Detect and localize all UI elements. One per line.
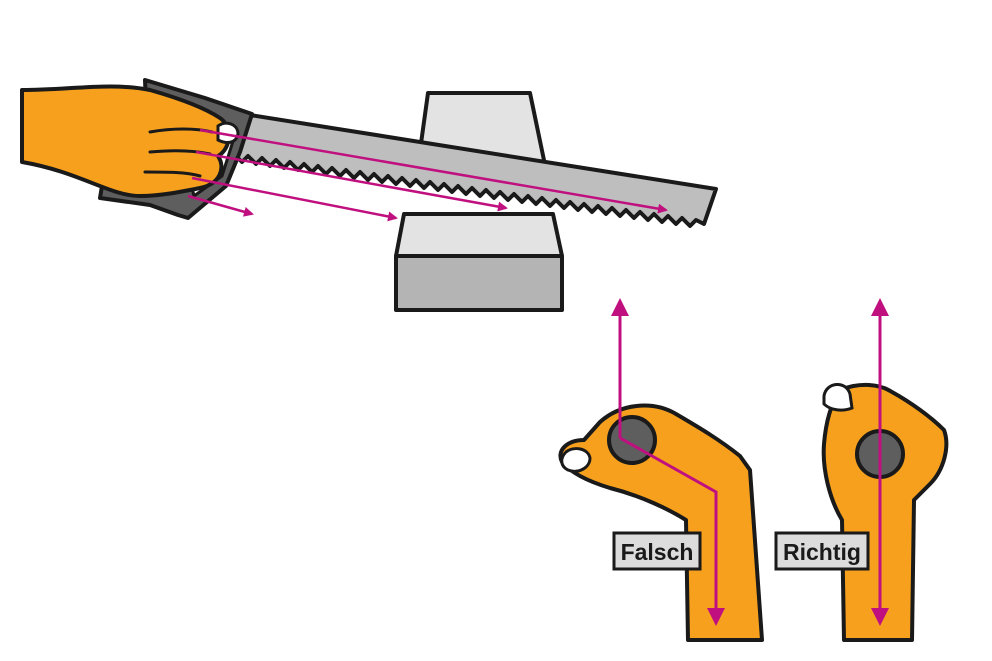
arrow-icon: [191, 176, 398, 222]
hand-icon: [20, 84, 240, 198]
arrow-icon: [199, 128, 668, 214]
right-grip: Richtig: [774, 298, 949, 642]
workpiece-front-side: [394, 254, 564, 312]
right-grip-thumbnail: [822, 383, 854, 412]
right-grip-hand: [821, 383, 949, 642]
wrong-label: Falsch: [621, 539, 694, 565]
wrong-grip-hand: [558, 403, 764, 642]
wrong-label-box: [612, 531, 702, 571]
arrow-icon: [195, 150, 508, 212]
wrong-grip: Falsch: [558, 298, 764, 642]
wrong-grip-thumbnail: [560, 447, 592, 473]
workpiece-front-top: [394, 212, 564, 258]
right-label-box: [774, 531, 870, 571]
right-label: Richtig: [783, 539, 861, 565]
wrong-grip-handle-section: [607, 415, 657, 465]
arrow-icon: [187, 194, 254, 217]
saw-blade: [180, 113, 718, 228]
arrow-icon: [619, 436, 725, 626]
saw-motion-arrows: [187, 128, 668, 222]
workpiece-front: [394, 212, 564, 312]
saw-hand-thumbnail: [216, 121, 240, 144]
